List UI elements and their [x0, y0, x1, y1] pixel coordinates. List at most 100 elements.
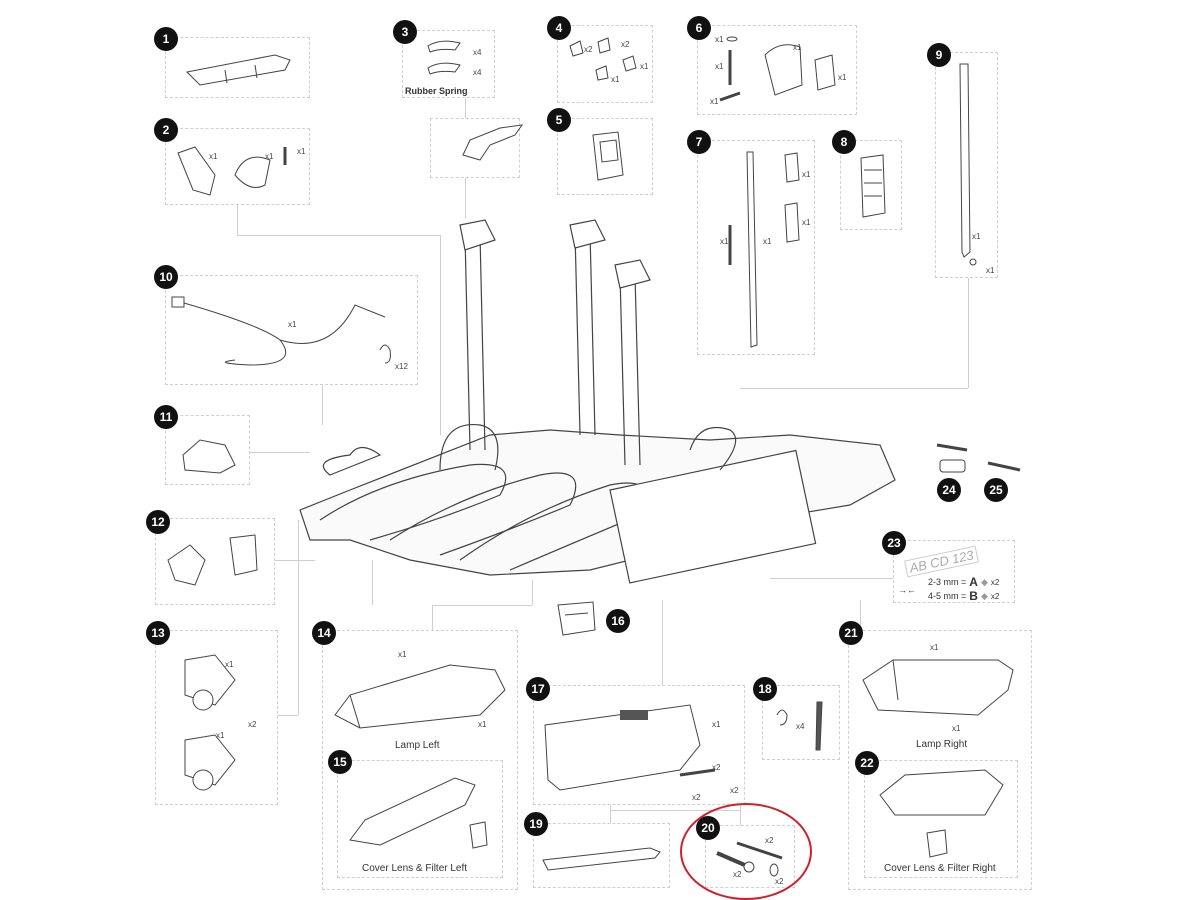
thickness-range: 4-5 mm = [928, 591, 967, 601]
part-7-panel [697, 140, 815, 355]
key-part [987, 461, 1021, 472]
quantity-label: x1 [478, 720, 487, 729]
quantity-label: x2 [621, 40, 630, 49]
quantity-label: x4 [473, 68, 482, 77]
quantity-label: x1 [715, 62, 724, 71]
part-number-badge: 22 [855, 751, 879, 775]
part-2-panel [165, 128, 310, 205]
quantity-label: x1 [288, 320, 297, 329]
part-number-badge: 2 [154, 118, 178, 142]
part-number-badge: 13 [146, 621, 170, 645]
quantity-label: x1 [640, 62, 649, 71]
part-number-badge: 11 [154, 405, 178, 429]
part-4-panel [557, 25, 653, 103]
quantity-label: x1 [793, 43, 802, 52]
part-label: Lamp Right [916, 739, 968, 750]
part-23-panel [893, 540, 1015, 603]
part-number-badge: 23 [882, 531, 906, 555]
part-18-panel [762, 685, 840, 760]
quantity-label: x1 [265, 152, 274, 161]
part-number-badge: 10 [154, 265, 178, 289]
quantity-label: x1 [216, 731, 225, 740]
part-3-panel [402, 30, 495, 98]
quantity-label: x1 [763, 237, 772, 246]
part-label: Cover Lens & Filter Left [362, 863, 468, 874]
part-19-panel [533, 823, 670, 888]
spacer-icon: ◆ [980, 576, 988, 587]
part-label: Lamp Left [395, 740, 440, 751]
part-number-badge: 16 [606, 609, 630, 633]
cover-lens-right-part [879, 769, 1004, 858]
quantity-label: x2 [692, 793, 701, 802]
cable-clip-parts [776, 701, 823, 751]
part-13-panel [155, 630, 278, 805]
rubber-spring-part [427, 40, 461, 75]
part-number-badge: 24 [937, 478, 961, 502]
highlight-circle [680, 803, 812, 900]
quantity-label: x2 [248, 720, 257, 729]
part-number-badge: 15 [328, 750, 352, 774]
part-number-badge: 21 [839, 621, 863, 645]
part-number-badge: 7 [687, 130, 711, 154]
spacer-code: B [969, 589, 978, 603]
part-number-badge: 19 [524, 812, 548, 836]
part-number-badge: 12 [146, 510, 170, 534]
holder-part [592, 131, 624, 181]
pad-part [860, 154, 886, 218]
quantity-label: x2 [990, 591, 1000, 601]
quantity-label: x2 [712, 763, 721, 772]
quantity-label: x4 [473, 48, 482, 57]
quantity-label: x12 [395, 362, 408, 371]
part-number-badge: 3 [393, 20, 417, 44]
strap-parts [728, 151, 800, 348]
lock-knob-parts [719, 36, 836, 102]
part-number-badge: 9 [927, 43, 951, 67]
part-number-badge: 17 [526, 677, 550, 701]
spacer-icon: ◆ [980, 590, 988, 601]
part-number-badge: 1 [154, 27, 178, 51]
part-number-badge: 18 [753, 677, 777, 701]
part-21-panel [848, 630, 1032, 890]
quantity-label: x1 [611, 75, 620, 84]
quantity-label: x1 [710, 97, 719, 106]
quantity-label: x1 [715, 35, 724, 44]
part-number-badge: 8 [832, 130, 856, 154]
clip-parts [569, 37, 637, 81]
part-number-badge: 6 [687, 16, 711, 40]
part-label: Cover Lens & Filter Right [884, 863, 996, 874]
quantity-label: x1 [838, 73, 847, 82]
part-1-panel [165, 37, 310, 98]
part-12-panel [155, 518, 275, 605]
quantity-label: x1 [720, 237, 729, 246]
quantity-label: x2 [990, 577, 1000, 587]
quantity-label: x1 [986, 266, 995, 275]
quantity-label: x1 [225, 660, 234, 669]
spacer-code: A [969, 575, 978, 589]
quantity-label: x1 [712, 720, 721, 729]
lever-part [177, 146, 287, 196]
lamp-right-part [862, 659, 1014, 716]
bracket-16-part [557, 601, 596, 636]
arm-head-part [462, 124, 524, 161]
cable-harness-part [171, 296, 391, 366]
part-5-panel [557, 118, 653, 195]
quantity-label: x4 [796, 722, 805, 731]
quantity-label: x1 [952, 724, 961, 733]
thickness-range: 2-3 mm = [928, 577, 967, 587]
socket-parts [167, 534, 258, 586]
part-3-detail-panel [430, 118, 520, 178]
part-11-panel [165, 415, 250, 485]
spacer-row: 2-3 mm =A◆x2 [928, 575, 999, 589]
part-8-panel [840, 140, 902, 230]
part-9-panel [935, 52, 998, 278]
thickness-arrows-icon: →← [898, 585, 916, 595]
quantity-label: x1 [930, 643, 939, 652]
quantity-label: x1 [297, 147, 306, 156]
quantity-label: x1 [972, 232, 981, 241]
bike-carrier-assembly [299, 219, 896, 584]
license-plate-holder-part [544, 704, 716, 791]
lock-cylinder-key-part [936, 443, 968, 473]
part-10-panel [165, 275, 418, 385]
quantity-label: x1 [802, 170, 811, 179]
cover-lens-left-part [349, 777, 488, 849]
